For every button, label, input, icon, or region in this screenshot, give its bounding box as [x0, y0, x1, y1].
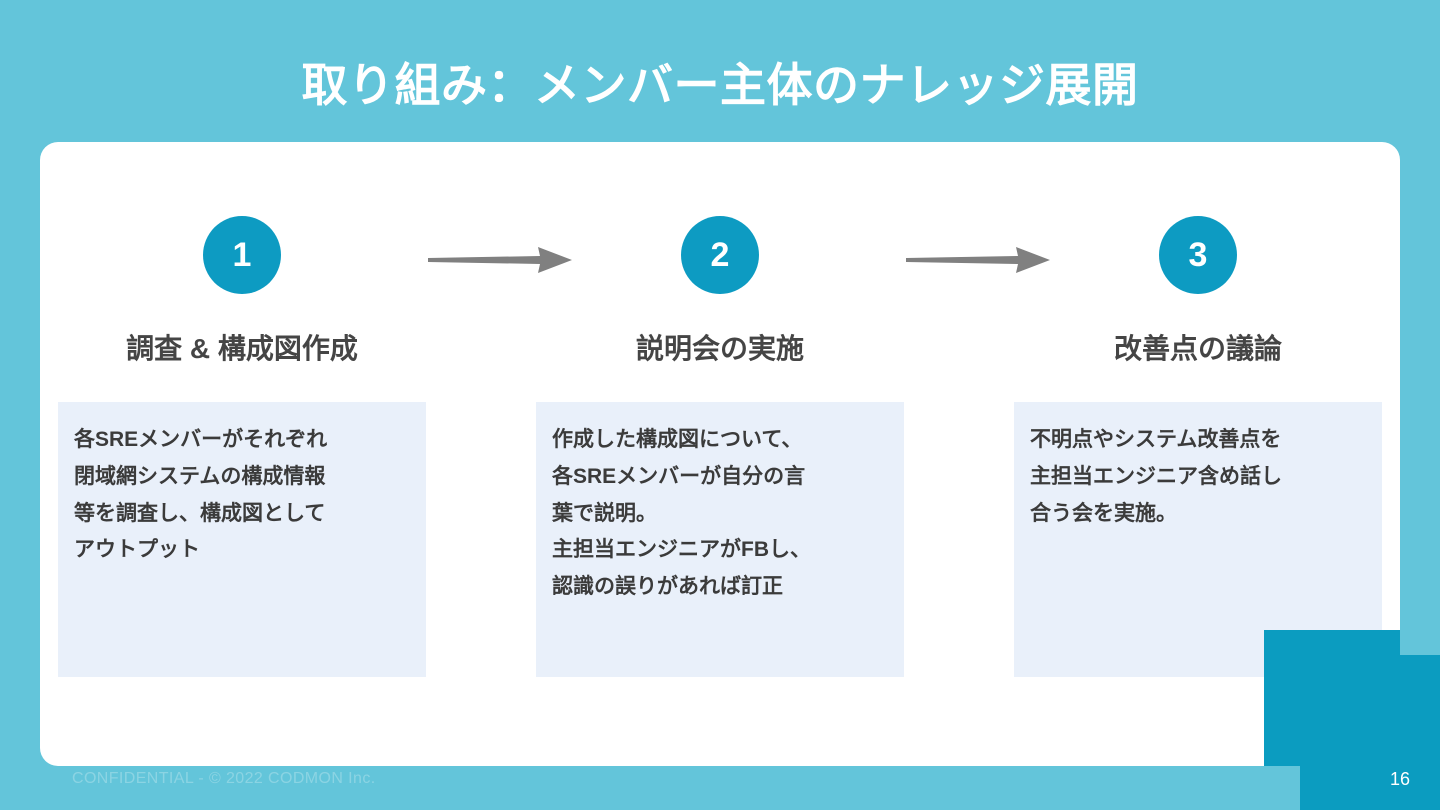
step-body-1: 各SREメンバーがそれぞれ 閉域網システムの構成情報 等を調査し、構成図として …: [58, 402, 426, 677]
step-body-line: アウトプット: [74, 538, 200, 562]
step-body-line: 不明点やシステム改善点を: [1030, 428, 1282, 451]
step-body-line: 閉域網システムの構成情報: [74, 464, 326, 488]
steps-container: 1 調査 & 構成図作成 各SREメンバーがそれぞれ 閉域網システムの構成情報 …: [40, 142, 1400, 766]
page-number: 16: [1389, 769, 1410, 789]
step-body-line: 作成した構成図について、: [552, 428, 803, 451]
step-body-line: 等を調査し、構成図として: [74, 501, 326, 525]
step-body-line: 認識の誤りがあれば訂正: [552, 575, 783, 598]
step-number-badge-2: 2: [681, 216, 759, 294]
step-number-badge-1: 1: [203, 216, 281, 294]
footer-confidential-note: CONFIDENTIAL - © 2022 CODMON Inc.: [72, 770, 376, 787]
step-body-2: 作成した構成図について、 各SREメンバーが自分の言 葉で説明。 主担当エンジニ…: [536, 402, 904, 677]
step-number-badge-3: 3: [1159, 216, 1237, 294]
page-title: 取り組み：メンバー主体のナレッジ展開: [301, 59, 1139, 111]
arrow-right-icon: [428, 247, 572, 273]
step-body-line: 各SREメンバーがそれぞれ: [74, 428, 328, 451]
arrow-right-icon: [906, 247, 1050, 273]
step-body-line: 主担当エンジニアがFBし、: [552, 538, 811, 562]
content-card: 1 調査 & 構成図作成 各SREメンバーがそれぞれ 閉域網システムの構成情報 …: [40, 142, 1400, 766]
step-heading-3: 改善点の議論: [1113, 333, 1282, 364]
step-heading-1: 調査 & 構成図作成: [126, 333, 358, 364]
step-body-3: 不明点やシステム改善点を 主担当エンジニア含め話し 合う会を実施。: [1014, 402, 1382, 677]
step-body-line: 葉で説明。: [552, 501, 657, 525]
step-heading-2: 説明会の実施: [635, 333, 804, 364]
step-body-line: 主担当エンジニア含め話し: [1030, 464, 1282, 488]
step-body-line: 合う会を実施。: [1030, 501, 1177, 525]
step-item-3: 3 改善点の議論 不明点やシステム改善点を 主担当エンジニア含め話し 合う会を実…: [1014, 142, 1382, 682]
step-item-1: 1 調査 & 構成図作成 各SREメンバーがそれぞれ 閉域網システムの構成情報 …: [58, 142, 426, 682]
step-body-line: 各SREメンバーが自分の言: [552, 464, 806, 488]
step-item-2: 2 説明会の実施 作成した構成図について、 各SREメンバーが自分の言 葉で説明…: [536, 142, 904, 682]
